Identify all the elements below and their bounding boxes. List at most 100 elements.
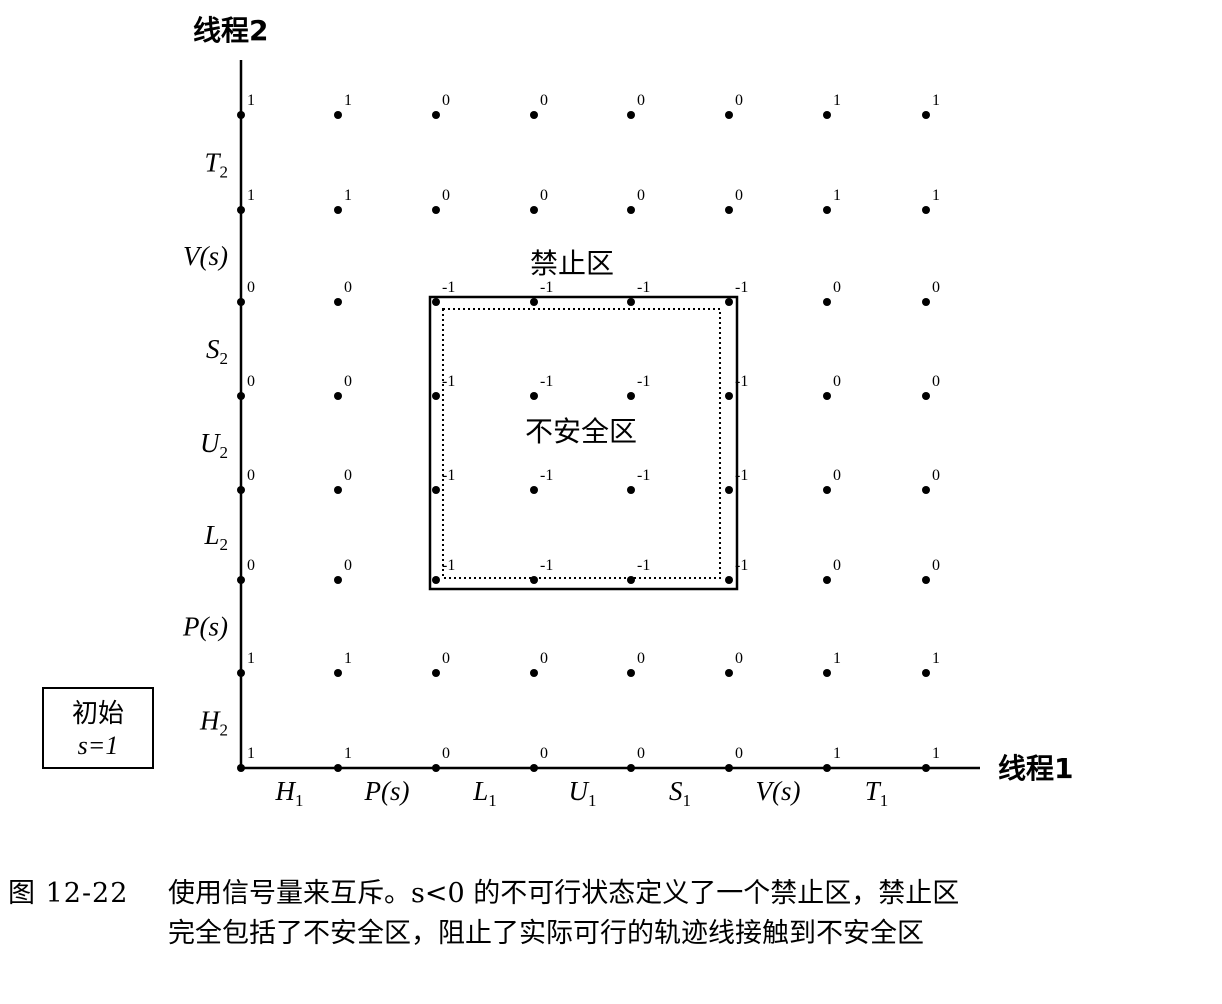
semaphore-value: 0 — [247, 557, 255, 574]
state-point — [922, 576, 930, 584]
semaphore-value: 0 — [540, 92, 548, 109]
thread1-segment-label: H1 — [275, 776, 304, 810]
state-point — [725, 486, 733, 494]
thread2-segment-label: S2 — [206, 334, 228, 368]
thread1-segment-label: P(s) — [364, 776, 410, 806]
state-point — [432, 764, 440, 772]
semaphore-value: -1 — [442, 467, 455, 484]
initial-state-label: 初始 — [72, 699, 124, 729]
state-point — [334, 669, 342, 677]
caption-line-2: 完全包括了不安全区，阻止了实际可行的轨迹线接触到不安全区 — [168, 918, 924, 949]
semaphore-value: 0 — [637, 745, 645, 762]
semaphore-value: -1 — [735, 467, 748, 484]
semaphore-value: -1 — [540, 373, 553, 390]
state-point — [823, 111, 831, 119]
semaphore-value: 0 — [735, 745, 743, 762]
state-point — [823, 206, 831, 214]
state-point — [922, 206, 930, 214]
semaphore-value: 0 — [833, 279, 841, 296]
semaphore-value: -1 — [637, 557, 650, 574]
state-point — [237, 206, 245, 214]
semaphore-value: 0 — [247, 279, 255, 296]
forbidden-region-label: 禁止区 — [530, 247, 614, 280]
state-point — [627, 669, 635, 677]
semaphore-value: 0 — [735, 92, 743, 109]
semaphore-value: -1 — [540, 279, 553, 296]
semaphore-value: 0 — [344, 279, 352, 296]
state-point — [627, 486, 635, 494]
state-point — [922, 486, 930, 494]
semaphore-value: 1 — [833, 92, 841, 109]
thread2-segment-label: V(s) — [183, 241, 228, 271]
unsafe-region-label: 不安全区 — [525, 415, 637, 448]
semaphore-value: 1 — [833, 187, 841, 204]
state-point — [334, 298, 342, 306]
semaphore-value: 1 — [932, 745, 940, 762]
state-point — [725, 764, 733, 772]
caption-text-1: 使用信号量来互斥。s<0 的不可行状态定义了一个禁止区，禁止区 — [168, 878, 960, 909]
semaphore-value: 1 — [344, 745, 352, 762]
semaphore-value: 0 — [637, 187, 645, 204]
state-point — [530, 392, 538, 400]
semaphore-value: 0 — [442, 650, 450, 667]
semaphore-value: 0 — [932, 373, 940, 390]
state-point — [432, 669, 440, 677]
state-point — [530, 111, 538, 119]
state-point — [627, 764, 635, 772]
caption-line-1: 图 12-22 使用信号量来互斥。s<0 的不可行状态定义了一个禁止区，禁止区 — [8, 874, 1213, 914]
state-point — [432, 111, 440, 119]
thread2-segment-label: L2 — [203, 520, 228, 554]
state-point — [530, 669, 538, 677]
semaphore-value: 1 — [833, 650, 841, 667]
state-point — [627, 392, 635, 400]
state-point — [530, 206, 538, 214]
thread1-segment-label: U1 — [569, 776, 597, 810]
state-point — [334, 206, 342, 214]
state-point — [237, 669, 245, 677]
state-point — [823, 576, 831, 584]
semaphore-value: 1 — [247, 92, 255, 109]
semaphore-value: 0 — [442, 92, 450, 109]
semaphore-value: 1 — [932, 187, 940, 204]
semaphore-value: 0 — [442, 745, 450, 762]
state-point — [627, 576, 635, 584]
semaphore-value: 0 — [540, 650, 548, 667]
figure-number: 图 12-22 — [8, 878, 129, 909]
state-point — [823, 669, 831, 677]
thread2-segment-label: P(s) — [182, 612, 228, 642]
state-point — [334, 486, 342, 494]
semaphore-value: 1 — [247, 650, 255, 667]
semaphore-value: 0 — [932, 557, 940, 574]
semaphore-value: 0 — [247, 373, 255, 390]
semaphore-value: -1 — [735, 279, 748, 296]
state-point — [432, 576, 440, 584]
semaphore-value: 0 — [735, 187, 743, 204]
state-point — [237, 111, 245, 119]
state-point — [237, 298, 245, 306]
semaphore-value: -1 — [735, 557, 748, 574]
semaphore-value: 0 — [833, 373, 841, 390]
semaphore-value: 0 — [637, 92, 645, 109]
state-point — [432, 486, 440, 494]
state-point — [237, 392, 245, 400]
state-point — [823, 392, 831, 400]
state-point — [237, 576, 245, 584]
state-point — [823, 764, 831, 772]
semaphore-value: 0 — [442, 187, 450, 204]
state-point — [530, 298, 538, 306]
semaphore-value: 1 — [932, 92, 940, 109]
state-point — [922, 764, 930, 772]
state-point — [922, 111, 930, 119]
x-axis-title: 线程1 — [998, 752, 1073, 785]
state-point — [237, 764, 245, 772]
semaphore-value: 1 — [932, 650, 940, 667]
semaphore-value: 1 — [247, 187, 255, 204]
thread2-segment-label: H2 — [199, 706, 228, 740]
semaphore-value: 1 — [344, 92, 352, 109]
state-point — [725, 111, 733, 119]
state-point — [432, 206, 440, 214]
semaphore-value: 0 — [344, 373, 352, 390]
